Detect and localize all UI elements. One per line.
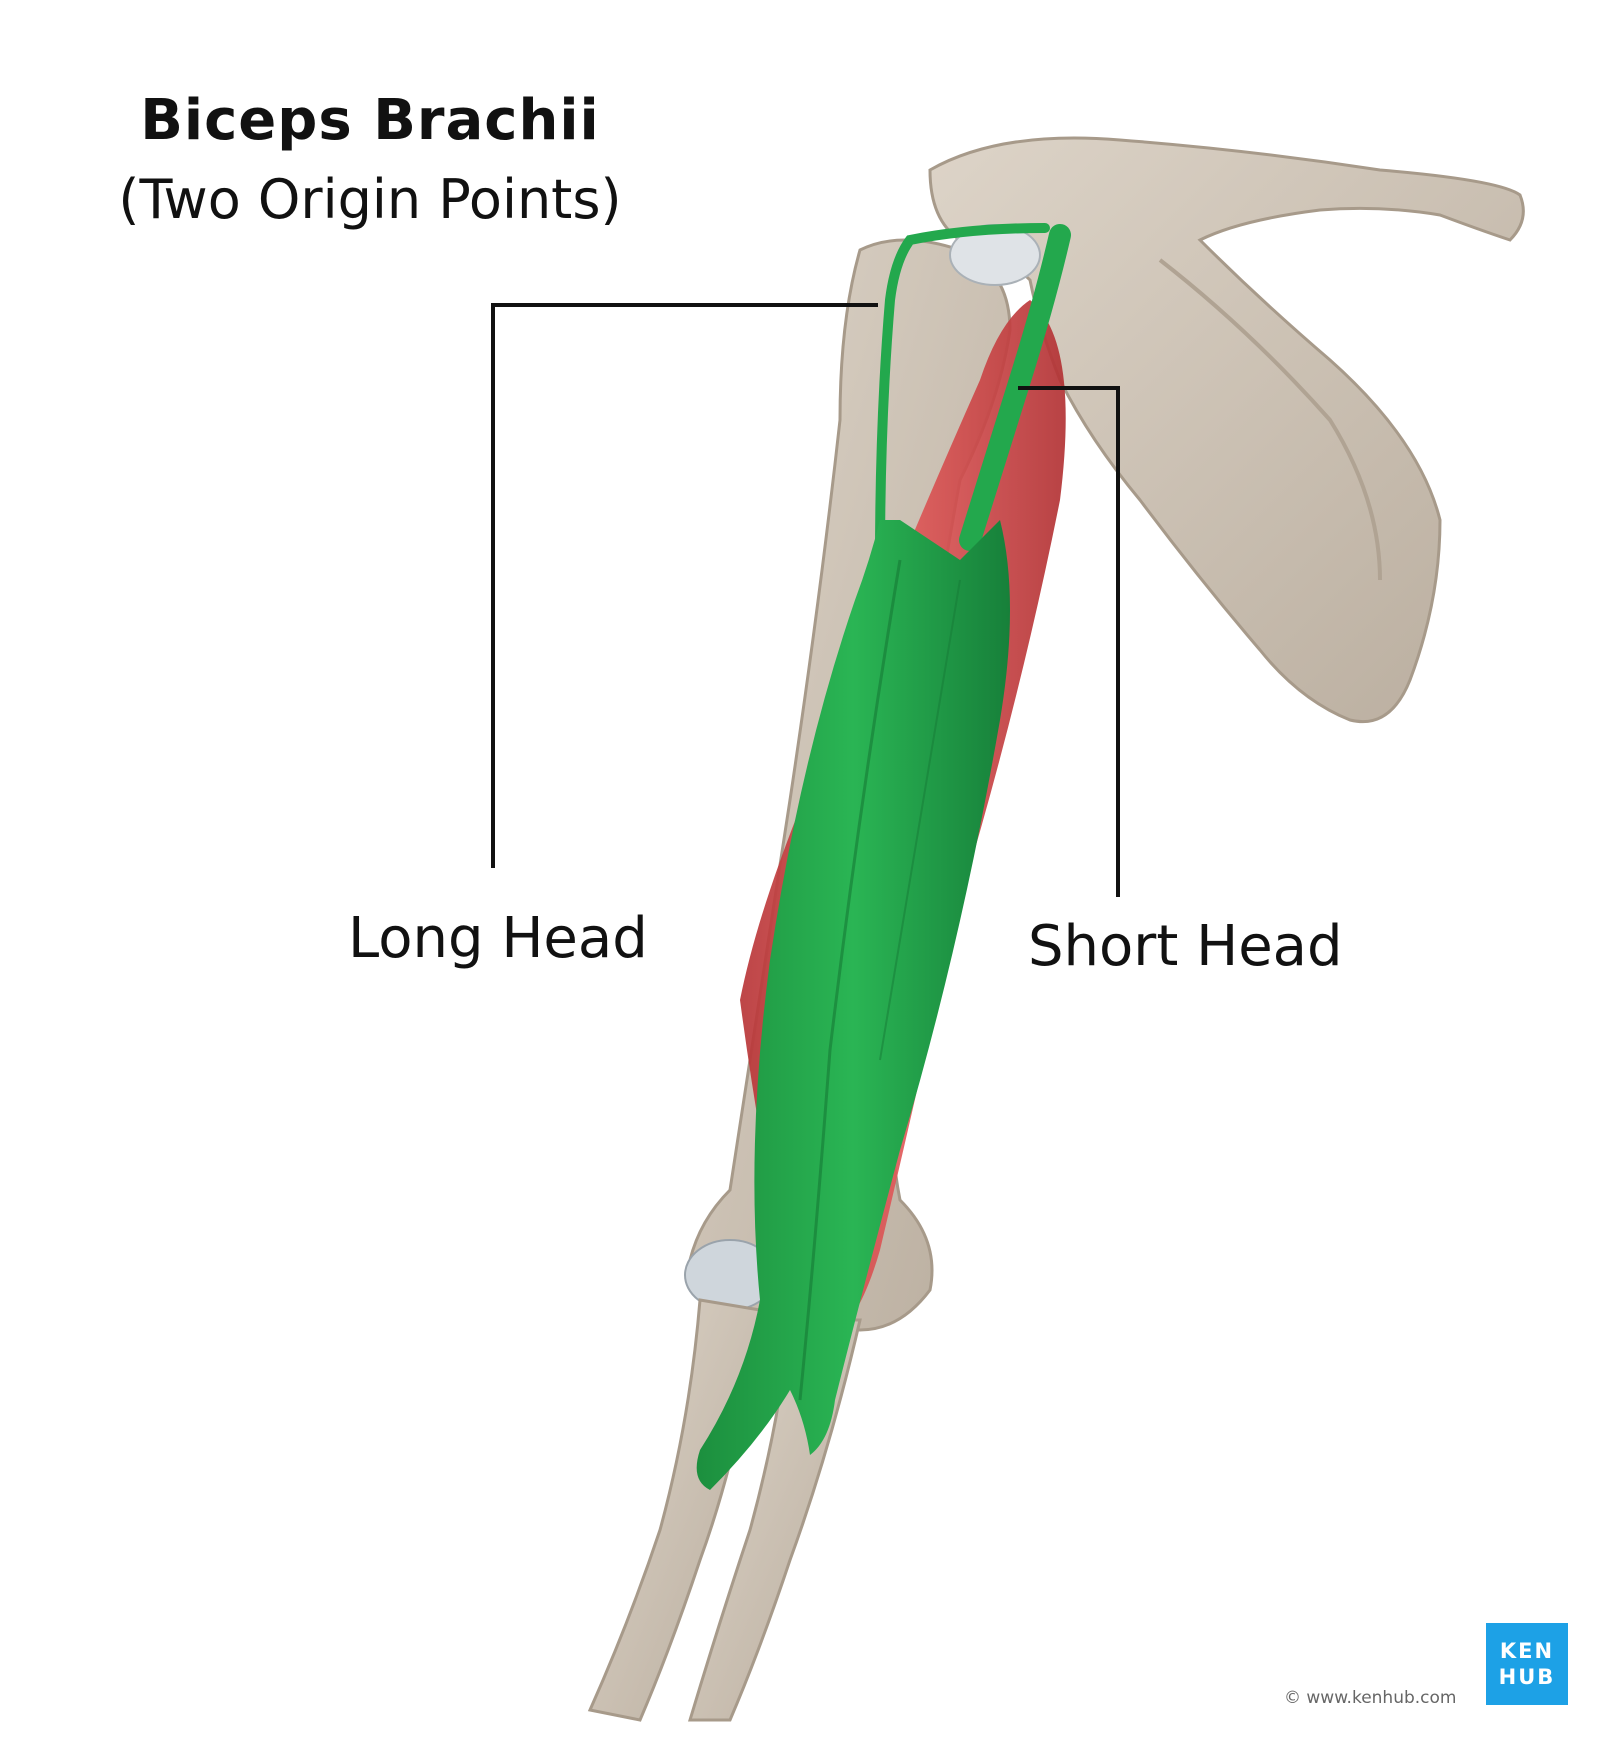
kenhub-logo[interactable]: KEN HUB (1486, 1623, 1568, 1705)
long-head-tendon (875, 223, 1050, 565)
long-head-label: Long Head (348, 906, 648, 971)
title-main: Biceps Brachii (140, 88, 600, 153)
title-subtitle: (Two Origin Points) (118, 168, 622, 231)
logo-line-2: HUB (1498, 1665, 1556, 1689)
short-head-label: Short Head (1028, 914, 1343, 979)
diagram-title: Biceps Brachii (Two Origin Points) (90, 82, 650, 240)
short-head-tendon (959, 224, 1071, 551)
copyright-text: © www.kenhub.com (1284, 1688, 1457, 1708)
logo-line-1: KEN (1499, 1639, 1555, 1663)
scapula-bone (928, 136, 1525, 724)
short-head-leader-line (1018, 386, 1120, 897)
biceps-muscle (696, 520, 1010, 1490)
long-head-leader-line (491, 303, 878, 868)
